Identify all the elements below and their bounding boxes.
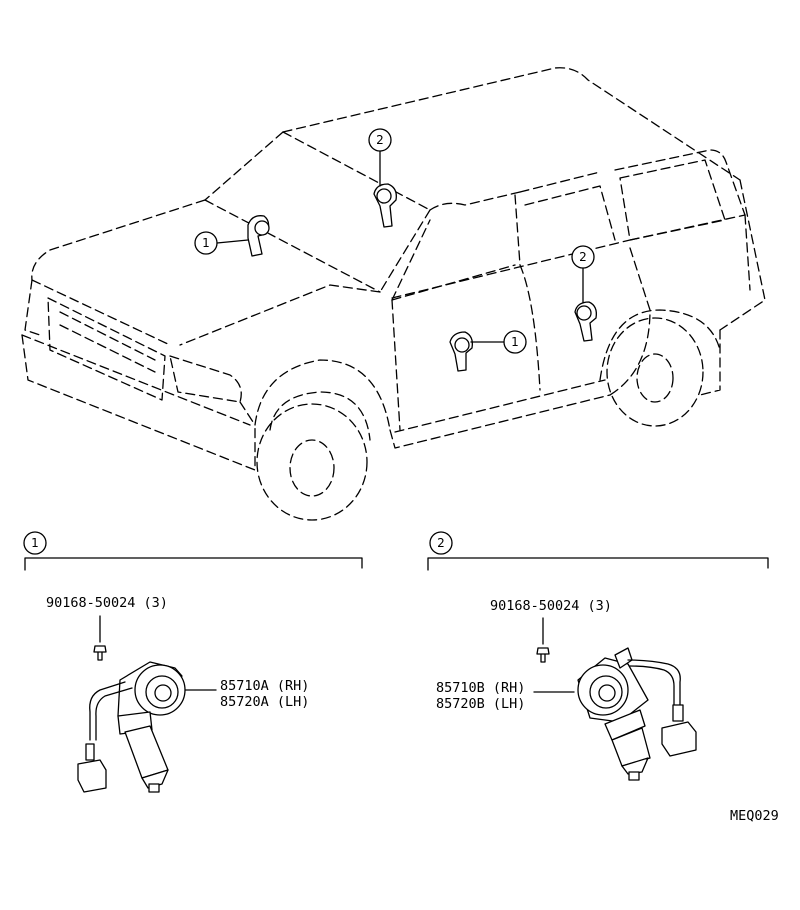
group-1-badge: 1 — [31, 536, 39, 550]
group-2-motor-lh: 85720B (LH) — [436, 696, 525, 712]
group-2-detail: 2 90168-50024 (3) 85710B (RH) 85720B (LH… — [427, 531, 769, 781]
figure-code: MEQ029 — [730, 808, 779, 824]
callout-2-top-label: 2 — [376, 133, 384, 147]
group-2-motor-icon — [577, 647, 697, 781]
callout-1-front: 1 — [194, 215, 270, 257]
callout-2-door: 2 — [571, 245, 597, 342]
group-1-screw-icon — [93, 645, 107, 661]
group-1-motor-lh: 85720A (LH) — [220, 694, 309, 710]
group-2-screw-label: 90168-50024 (3) — [490, 598, 612, 614]
group-2-badge: 2 — [437, 536, 445, 550]
callout-1-door-label: 1 — [511, 335, 519, 349]
group-1-detail: 1 90168-50024 (3) 85710A (RH) 85720A (LH… — [23, 531, 363, 793]
callout-2-door-label: 2 — [579, 250, 587, 264]
group-1-motor-icon — [77, 661, 186, 793]
callout-1-door: 1 — [449, 330, 527, 372]
group-1-motor-rh: 85710A (RH) — [220, 678, 309, 694]
vehicle-outline — [21, 67, 766, 521]
callout-2-top: 2 — [368, 128, 397, 228]
group-1-screw-label: 90168-50024 (3) — [46, 595, 168, 611]
callout-1-front-label: 1 — [202, 236, 210, 250]
group-2-motor-rh: 85710B (RH) — [436, 680, 525, 696]
group-2-screw-icon — [536, 647, 550, 663]
